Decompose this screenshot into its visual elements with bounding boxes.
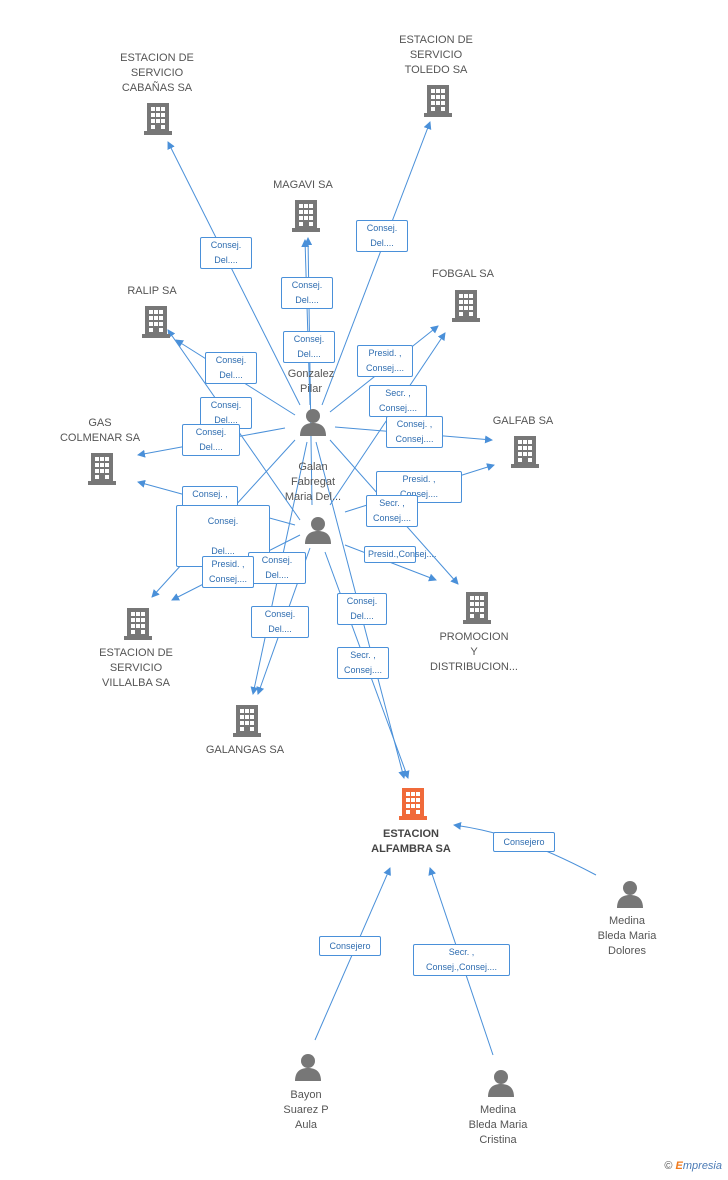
- building-icon[interactable]: [88, 453, 116, 485]
- building-icon[interactable]: [233, 705, 261, 737]
- main-company-label[interactable]: ESTACION ALFAMBRA SA: [371, 828, 451, 855]
- person-icon[interactable]: [617, 881, 643, 908]
- person-icons: [295, 409, 643, 1097]
- person-icon[interactable]: [300, 409, 326, 436]
- building-icon[interactable]: [142, 306, 170, 338]
- company-label-toledo[interactable]: ESTACION DE SERVICIO TOLEDO SA: [399, 34, 473, 76]
- building-icon[interactable]: [124, 608, 152, 640]
- edge-label[interactable]: Secr. , Consej....: [369, 385, 427, 417]
- building-icon[interactable]: [292, 200, 320, 232]
- main-building-icon[interactable]: [399, 788, 427, 820]
- edge-label[interactable]: Consej. Del....: [281, 277, 333, 309]
- edge-label[interactable]: Presid.,Consej....: [364, 546, 437, 563]
- building-icon[interactable]: [511, 436, 539, 468]
- company-label-galangas[interactable]: GALANGAS SA: [205, 744, 285, 756]
- company-label-villalba[interactable]: ESTACION DE SERVICIO VILLALBA SA: [99, 647, 173, 689]
- person-icon[interactable]: [305, 517, 331, 544]
- edge-label[interactable]: Consej. , Consej....: [386, 416, 443, 448]
- edge-gonzalez-magavi: [301, 239, 311, 406]
- edge-label[interactable]: Presid. , Consej....: [357, 345, 413, 377]
- building-icon[interactable]: [463, 592, 491, 624]
- company-label-promocion[interactable]: PROMOCION Y DISTRIBUCION...: [429, 631, 518, 673]
- edge-label[interactable]: Consej. Del....: [200, 397, 252, 429]
- company-label-fobgal[interactable]: FOBGAL SA: [432, 268, 494, 280]
- edge-label[interactable]: Consej. Del....: [200, 237, 252, 269]
- person-label-medina-cristina[interactable]: Medina Bleda Maria Cristina: [468, 1104, 528, 1146]
- empresia-credit[interactable]: © Empresia: [664, 1160, 722, 1172]
- person-label-galan[interactable]: Galan Fabregat Maria Del...: [284, 461, 342, 503]
- edge-label[interactable]: Consejero: [319, 936, 381, 956]
- company-label-magavi[interactable]: MAGAVI SA: [273, 179, 333, 191]
- edge-label[interactable]: Secr. , Consej....: [337, 647, 389, 679]
- edge-label[interactable]: Consejero: [493, 832, 555, 852]
- building-icon[interactable]: [144, 103, 172, 135]
- edge-gonzalez-cabanas: [167, 141, 301, 406]
- person-label-bayon[interactable]: Bayon Suarez P Aula: [283, 1089, 329, 1131]
- edge-label[interactable]: Consej. Del....: [248, 552, 306, 584]
- copyright-icon: ©: [664, 1160, 673, 1172]
- edge-label[interactable]: Consej. Del....: [205, 352, 257, 384]
- company-label-ralip[interactable]: RALIP SA: [127, 285, 177, 297]
- brand-logo-text: mpresia: [682, 1160, 722, 1172]
- edge-label[interactable]: Presid. , Consej....: [202, 556, 254, 588]
- edge-label[interactable]: Consej. Del....: [182, 424, 240, 456]
- company-icons: [88, 85, 539, 820]
- building-icon[interactable]: [452, 290, 480, 322]
- edge-label[interactable]: Secr. , Consej.,Consej....: [413, 944, 510, 976]
- edge-label[interactable]: Consej. Del....: [337, 593, 387, 625]
- company-label-gascolmenar[interactable]: GAS COLMENAR SA: [59, 417, 141, 444]
- company-label-cabanas[interactable]: ESTACION DE SERVICIO CABAÑAS SA: [120, 52, 194, 94]
- edge-gonzalez-toledo: [321, 121, 432, 406]
- edge-label[interactable]: Consej. Del....: [283, 331, 335, 363]
- person-label-gonzalez[interactable]: Gonzalez Pilar: [287, 368, 335, 395]
- person-icon[interactable]: [488, 1070, 514, 1097]
- edge-label[interactable]: Consej. Del....: [251, 606, 309, 638]
- building-icon[interactable]: [424, 85, 452, 117]
- company-label-galfab[interactable]: GALFAB SA: [492, 415, 554, 427]
- edge-label[interactable]: Secr. , Consej....: [366, 495, 418, 527]
- brand-logo-e: E: [675, 1160, 683, 1172]
- person-icon[interactable]: [295, 1054, 321, 1081]
- edge-label[interactable]: Consej. Del....: [356, 220, 408, 252]
- person-label-medina-dolores[interactable]: Medina Bleda Maria Dolores: [597, 915, 657, 957]
